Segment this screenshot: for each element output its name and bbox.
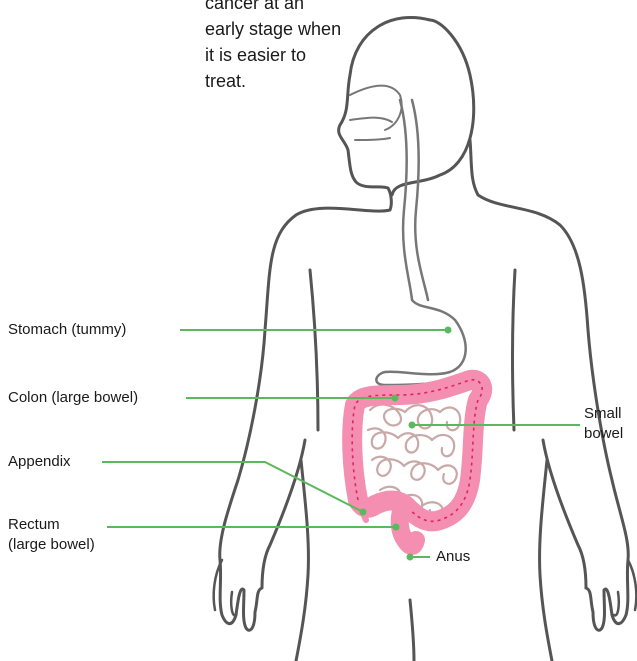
right-hand	[614, 560, 636, 615]
stomach-dot	[445, 327, 452, 334]
appendix-leader	[102, 462, 363, 512]
head-outline	[392, 20, 474, 195]
label-small-bowel: Small bowel	[584, 404, 623, 444]
anus-dot	[407, 554, 414, 561]
label-rectum-line-2: (large bowel)	[8, 535, 95, 555]
stomach-shape	[376, 300, 465, 385]
colon-dot	[392, 395, 399, 402]
right-arm-inner	[513, 270, 515, 430]
leg-gap	[410, 600, 414, 661]
airway	[350, 86, 402, 140]
esophagus	[400, 100, 428, 300]
label-rectum: Rectum (large bowel)	[8, 515, 95, 555]
label-anus: Anus	[436, 547, 470, 567]
neck-right	[470, 140, 628, 661]
label-rectum-line-1: Rectum	[8, 515, 95, 535]
label-appendix: Appendix	[8, 452, 71, 472]
label-stomach: Stomach (tummy)	[8, 320, 126, 340]
label-small-bowel-line-2: bowel	[584, 424, 623, 444]
leader-lines	[102, 330, 580, 557]
label-colon: Colon (large bowel)	[8, 388, 138, 408]
label-small-bowel-line-1: Small	[584, 404, 623, 424]
rectum-dot	[393, 524, 400, 531]
small-bowel-dot	[409, 422, 416, 429]
body-outline	[220, 17, 560, 661]
left-arm-inner	[310, 270, 318, 430]
appendix-dot	[360, 509, 367, 516]
left-hand	[214, 560, 236, 615]
